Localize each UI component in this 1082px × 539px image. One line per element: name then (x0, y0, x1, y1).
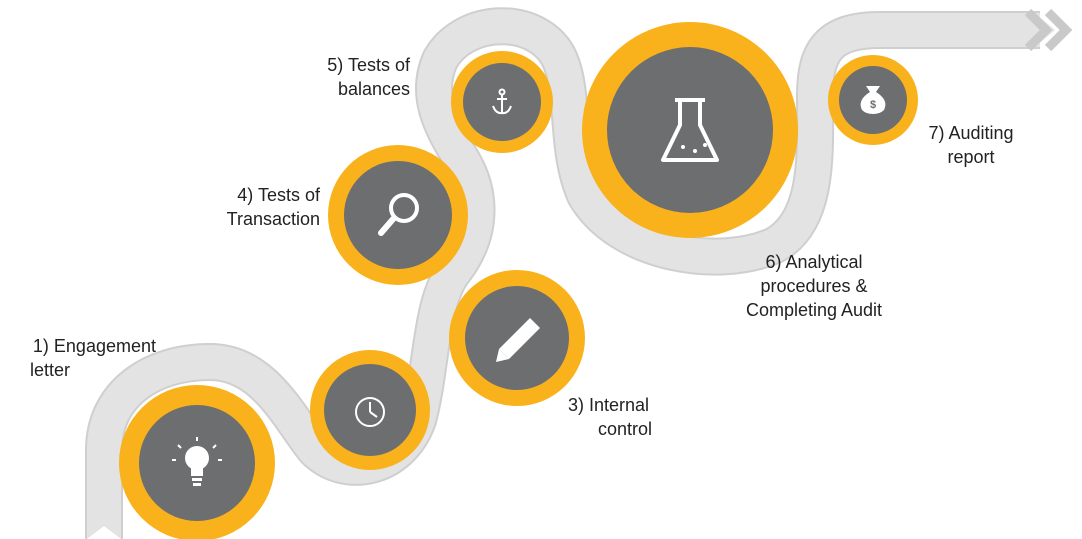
double-chevron-right-icon (1024, 8, 1073, 52)
step-6-label-line-1: 6) Analytical (765, 252, 863, 272)
step-1-node (119, 385, 275, 539)
anchor-icon (492, 88, 512, 115)
step-7-label-line-2: report (947, 147, 995, 167)
step-7-node: $ (828, 55, 918, 145)
step-4-node (328, 145, 468, 285)
lightbulb-icon (172, 437, 222, 486)
step-7-label-line-1: 7) Auditing (928, 123, 1014, 143)
step-3-label: 3) Internal control (568, 393, 678, 441)
magnifier-icon (378, 193, 419, 236)
road-surface (87, 9, 1040, 539)
clock-icon (355, 397, 385, 427)
step-3-label-line-2: control (598, 419, 653, 439)
step-5-label-line-2: balances (337, 79, 410, 99)
step-5-node (451, 51, 553, 153)
step-5-label: 5) Tests of balances (300, 53, 410, 101)
step-1-label-line-2: letter (30, 360, 71, 380)
step-7-label: 7) Auditing report (916, 121, 1026, 169)
step-4-label: 4) Tests of Transaction (190, 183, 320, 231)
pencil-icon (496, 318, 540, 362)
step-4-label-line-2: Transaction (226, 209, 320, 229)
step-1-label: 1) Engagement letter (4, 334, 156, 382)
step-1-label-line-1: 1) Engagement (32, 336, 156, 356)
step-3-node (449, 270, 585, 406)
step-2-node (310, 350, 430, 470)
road-start-notch (87, 526, 121, 539)
money-bag-icon: $ (860, 86, 886, 114)
step-6-label: 6) Analytical procedures & Completing Au… (726, 250, 902, 322)
chevron-right-icon (1044, 8, 1073, 52)
step-6-label-line-2: procedures & (760, 276, 868, 296)
step-disc (344, 161, 452, 269)
chevron-right-icon (1024, 8, 1053, 52)
step-disc (607, 47, 773, 213)
svg-text:$: $ (870, 99, 876, 111)
step-3-label-line-1: 3) Internal (568, 395, 650, 415)
step-6-label-line-3: Completing Audit (745, 300, 883, 320)
step-6-node (582, 22, 798, 238)
flask-icon (661, 98, 719, 162)
step-4-label-line-1: 4) Tests of (237, 185, 320, 205)
step-5-label-line-1: 5) Tests of (327, 55, 410, 75)
